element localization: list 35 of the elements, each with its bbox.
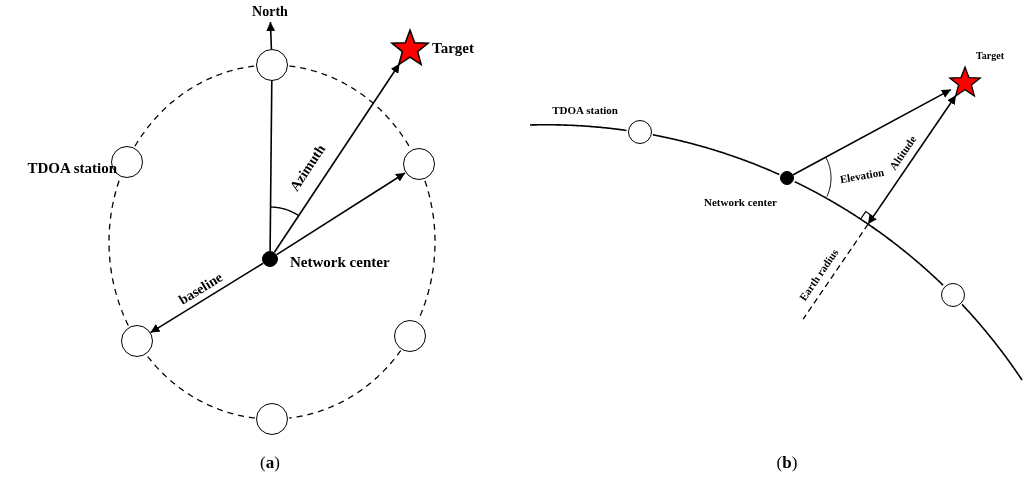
station-circle <box>256 49 288 81</box>
network-center-dot <box>780 171 794 185</box>
angle-label: Elevation <box>839 166 885 186</box>
arrow <box>273 63 401 254</box>
target-label: Target <box>432 40 474 56</box>
earth-surface-curve <box>529 124 628 132</box>
target-star <box>391 29 429 67</box>
arrow <box>149 262 264 334</box>
station-circle <box>256 403 288 435</box>
panel-caption: (a) <box>260 453 280 471</box>
target-star <box>949 66 981 98</box>
dashed-circle-arc <box>134 65 256 147</box>
network-center-dot <box>262 251 278 267</box>
earth-surface-curve <box>961 303 1023 381</box>
double-arrow <box>867 94 957 225</box>
dashed-circle-arc <box>146 354 256 419</box>
station-circle <box>402 148 435 181</box>
north-label: North <box>252 5 288 19</box>
arrow <box>275 172 406 256</box>
dashed-circle-arc <box>288 349 402 419</box>
station-label: TDOA station <box>552 104 618 116</box>
arrow <box>266 21 276 50</box>
target-label: Target <box>976 51 1004 61</box>
station-circle <box>940 282 965 307</box>
station-circle <box>394 319 427 352</box>
arrow <box>792 88 952 176</box>
earth-surface-curve <box>793 180 944 286</box>
station-label: TDOA station <box>27 160 117 176</box>
center-label: Network center <box>704 196 777 208</box>
center-label: Network center <box>290 254 390 270</box>
station-circle <box>627 120 652 145</box>
panel-caption: (b) <box>776 453 798 471</box>
earth-surface-curve <box>652 134 781 176</box>
line <box>269 80 273 252</box>
station-circle <box>120 324 153 357</box>
